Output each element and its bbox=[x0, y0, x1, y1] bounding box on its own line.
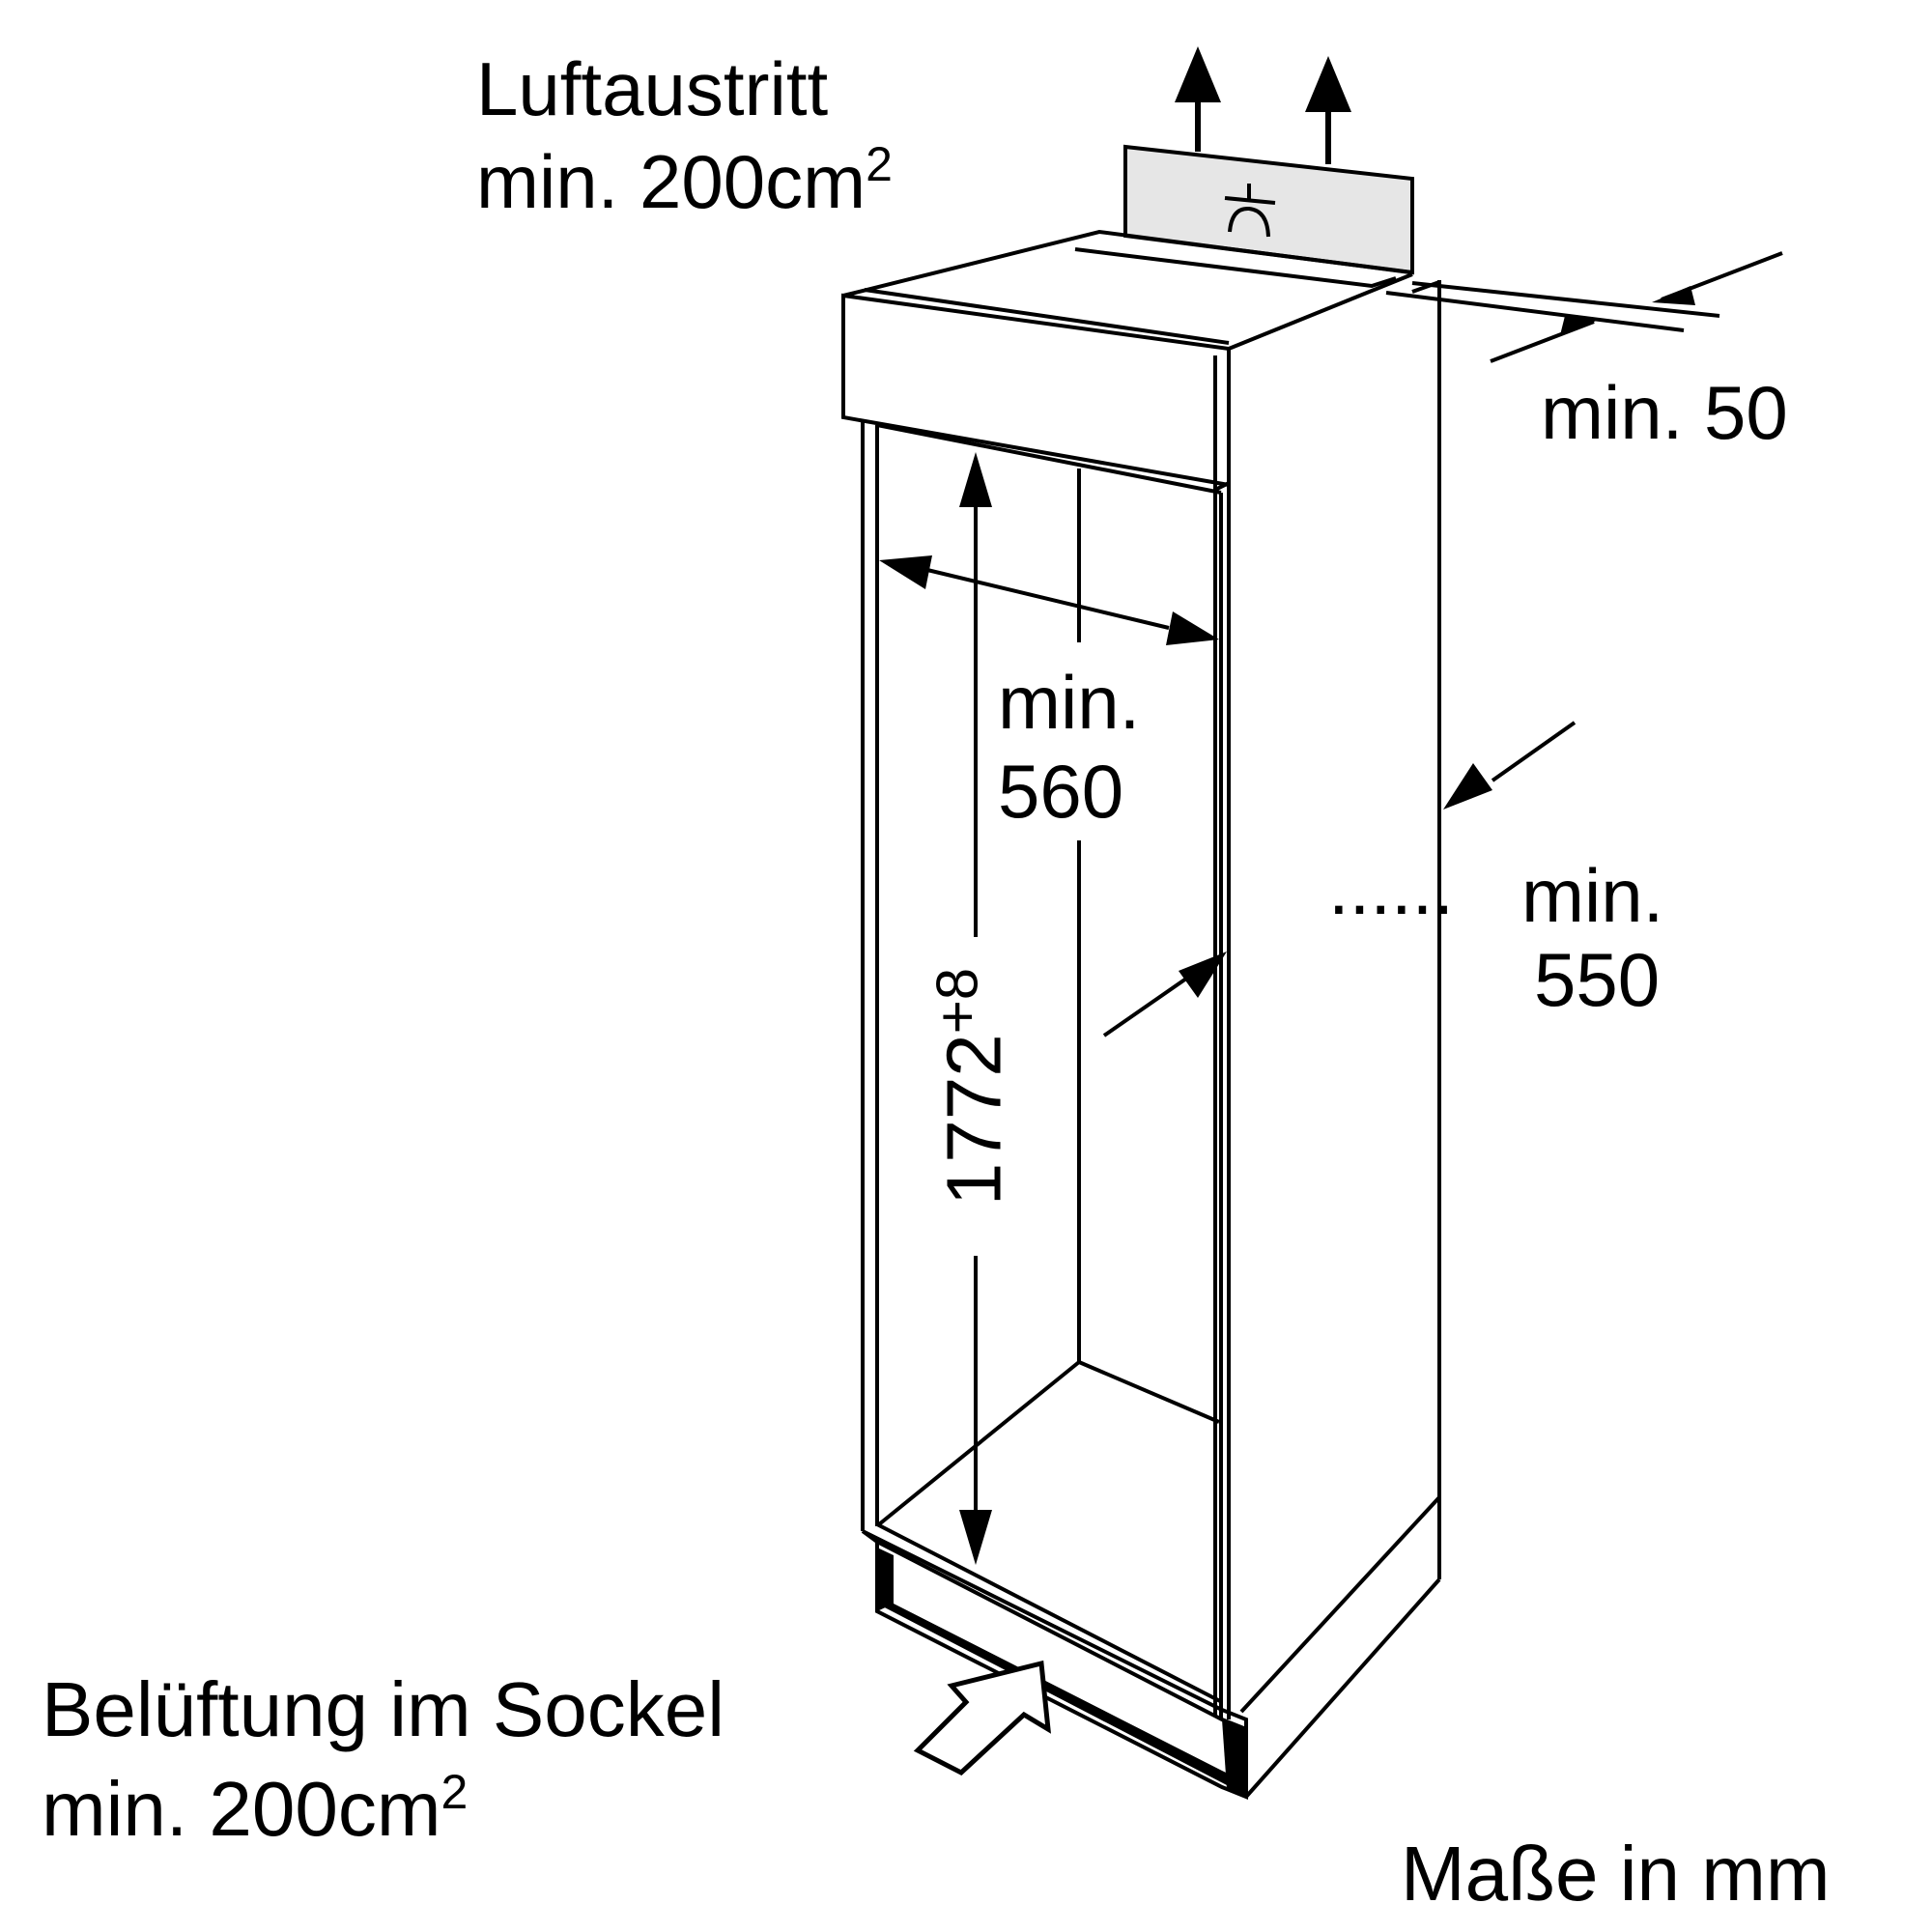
base-vent-label-line1: Belüftung im Sockel bbox=[42, 1666, 725, 1752]
width-dimension bbox=[926, 568, 1170, 630]
top-vent-grille bbox=[1123, 144, 1414, 275]
depth-min-label: min. bbox=[1521, 853, 1664, 938]
height-label: 1772+8 bbox=[924, 967, 1017, 1207]
outer-depth-arrow bbox=[1443, 763, 1492, 810]
air-outlet-label-line1: Luftaustritt bbox=[476, 46, 829, 131]
depth-dots: ...... bbox=[1328, 845, 1455, 930]
gap-arrow-lower bbox=[1560, 316, 1599, 335]
base-vent-label-line2: min. 200cm2 bbox=[42, 1765, 469, 1852]
air-outlet-label-line2: min. 200cm2 bbox=[476, 137, 893, 224]
air-outlet-arrows bbox=[1195, 97, 1331, 164]
fan-vent-icon bbox=[1224, 184, 1276, 238]
cabinet-top-shelf bbox=[1074, 247, 1397, 289]
gap-min-50-label: min. 50 bbox=[1541, 370, 1788, 455]
depth-value-label: 550 bbox=[1534, 937, 1661, 1022]
width-arrow-left bbox=[879, 555, 932, 589]
base-vent-arrow bbox=[913, 1660, 1051, 1776]
gap-arrow-upper bbox=[1652, 286, 1695, 305]
inner-depth-arrow bbox=[1179, 952, 1227, 998]
arrow-up-right bbox=[1305, 56, 1351, 112]
units-label: Maße in mm bbox=[1401, 1831, 1831, 1917]
cabinet-top-back bbox=[842, 229, 1411, 298]
width-arrow-right bbox=[1166, 611, 1219, 645]
height-arrow-top bbox=[959, 452, 992, 507]
height-arrow-bottom bbox=[959, 1510, 992, 1565]
width-value-label: 560 bbox=[998, 749, 1124, 834]
width-min-label: min. bbox=[998, 660, 1141, 745]
arrow-up-left bbox=[1175, 46, 1221, 102]
